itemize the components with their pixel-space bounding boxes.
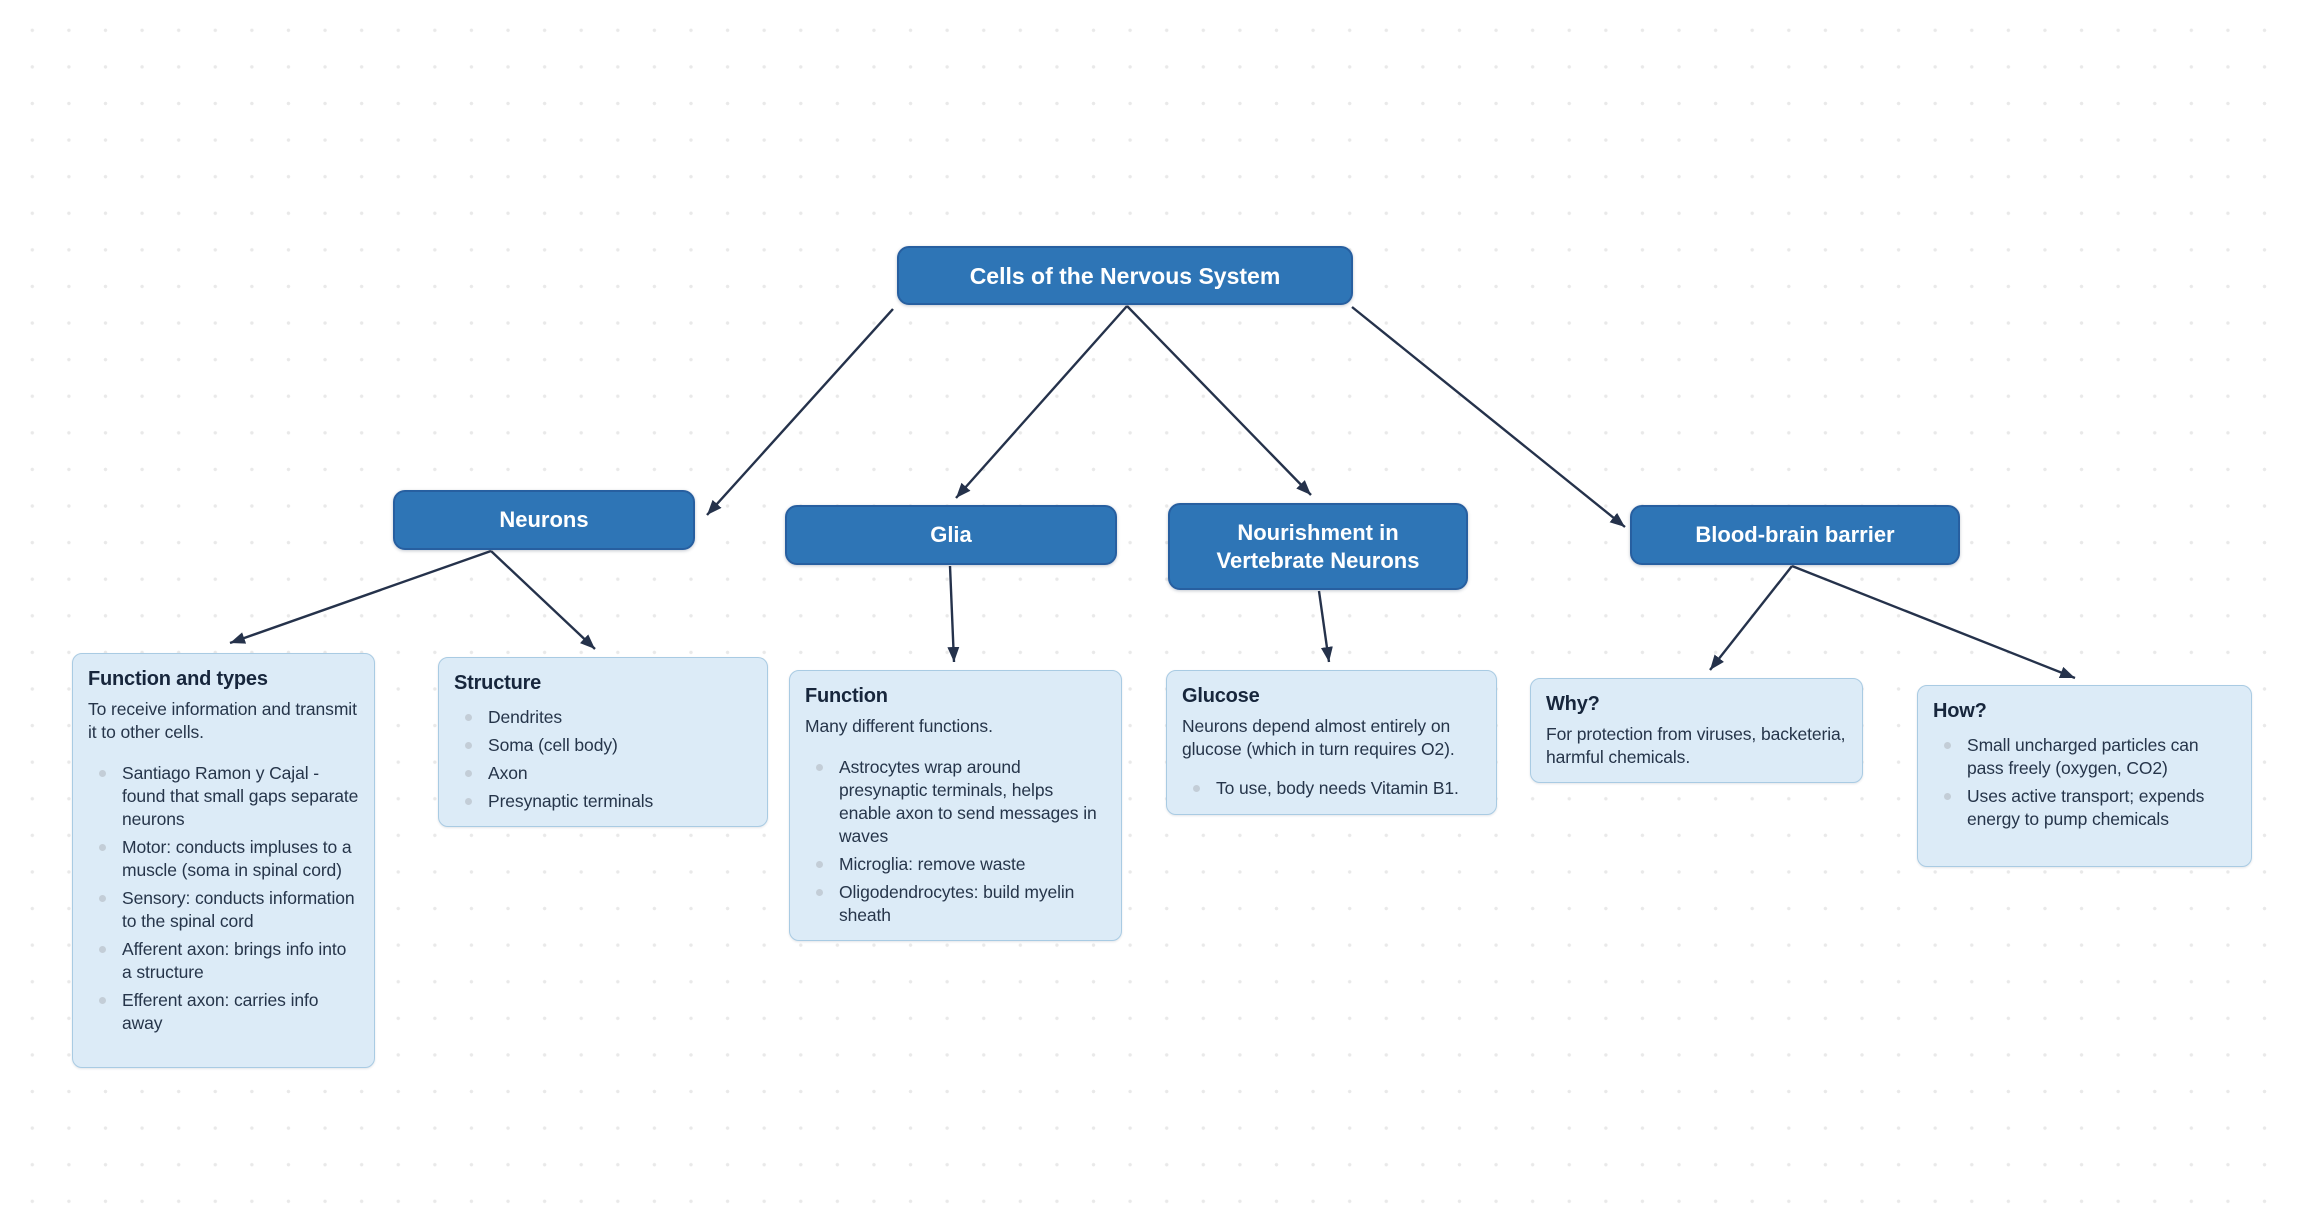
bullet-item: Astrocytes wrap around presynaptic termi… [816, 756, 1106, 848]
bullet-item: Sensory: conducts information to the spi… [99, 887, 359, 933]
node-root-topic[interactable]: Cells of the Nervous System [897, 246, 1353, 305]
bullet-item: Efferent axon: carries info away [99, 989, 359, 1035]
card-title: Function [805, 685, 888, 707]
node-glia-label: Glia [930, 522, 972, 547]
card-title: How? [1933, 700, 1987, 722]
edge-bbb-how [1791, 564, 2076, 680]
card-body: To receive information and transmit it t… [88, 699, 357, 742]
edge-root-glia [955, 305, 1128, 499]
card-how[interactable]: How? Small uncharged particles can pass … [1917, 685, 2252, 867]
node-root-label: Cells of the Nervous System [969, 262, 1281, 289]
node-neurons-label: Neurons [499, 507, 589, 532]
card-why[interactable]: Why? For protection from viruses, backet… [1530, 678, 1863, 783]
bullet-item: Dendrites [465, 706, 752, 729]
card-body: For protection from viruses, backeteria,… [1546, 724, 1846, 767]
card-glucose[interactable]: Glucose Neurons depend almost entirely o… [1166, 670, 1497, 815]
card-body: Neurons depend almost entirely on glucos… [1182, 716, 1455, 759]
bullet-item: Axon [465, 762, 752, 785]
bullet-item: Motor: conducts impluses to a muscle (so… [99, 836, 359, 882]
edge-neurons-structure [490, 550, 596, 650]
bullet-item: Presynaptic terminals [465, 790, 752, 813]
edge-bbb-why [1709, 565, 1793, 671]
edge-neurons-function [229, 549, 492, 645]
bullet-list: To use, body needs Vitamin B1. [1182, 777, 1481, 800]
edge-nourishment-glucose [1317, 590, 1333, 663]
bullet-item: To use, body needs Vitamin B1. [1193, 777, 1481, 800]
bullet-item: Soma (cell body) [465, 734, 752, 757]
bullet-list: Astrocytes wrap around presynaptic termi… [805, 756, 1106, 927]
edge-root-bbb [1351, 306, 1626, 528]
bullet-list: Santiago Ramon y Cajal - found that smal… [88, 762, 359, 1035]
node-nourishment[interactable]: Nourishment in Vertebrate Neurons [1168, 503, 1468, 590]
edge-root-neurons [706, 308, 894, 516]
card-function-and-types[interactable]: Function and types To receive informatio… [72, 653, 375, 1068]
bullet-item: Small uncharged particles can pass freel… [1944, 734, 2236, 780]
card-title: Structure [454, 672, 542, 694]
card-body: Many different functions. [805, 716, 993, 736]
bullet-item: Microglia: remove waste [816, 853, 1106, 876]
bullet-item: Santiago Ramon y Cajal - found that smal… [99, 763, 359, 829]
bullet-list: Small uncharged particles can pass freel… [1933, 734, 2236, 831]
bullet-item: Afferent axon: brings info into a struct… [99, 938, 359, 984]
bullet-item: Uses active transport; expends energy to… [1944, 785, 2236, 831]
card-title: Glucose [1182, 685, 1260, 707]
node-glia[interactable]: Glia [785, 505, 1117, 565]
node-bbb-label: Blood-brain barrier [1695, 522, 1895, 547]
bullet-item: Oligodendrocytes: build myelin sheath [816, 881, 1106, 927]
card-structure[interactable]: Structure Dendrites Soma (cell body) Axo… [438, 657, 768, 827]
card-glia-function[interactable]: Function Many different functions. Astro… [789, 670, 1122, 941]
card-title: Why? [1546, 693, 1600, 715]
node-nourishment-label: Nourishment in Vertebrate Neurons [1216, 519, 1420, 573]
card-title: Function and types [88, 668, 268, 690]
edge-root-nourishment [1126, 305, 1312, 496]
edge-glia-function [947, 565, 960, 663]
bullet-list: Dendrites Soma (cell body) Axon Presynap… [454, 706, 752, 813]
node-blood-brain-barrier[interactable]: Blood-brain barrier [1630, 505, 1960, 565]
node-neurons[interactable]: Neurons [393, 490, 695, 550]
